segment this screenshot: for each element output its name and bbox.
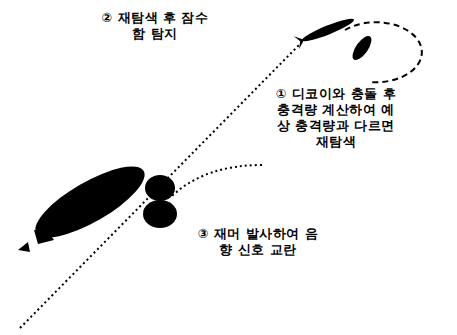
submarine bbox=[18, 154, 154, 252]
jammer bbox=[143, 200, 177, 228]
jammer-track bbox=[172, 165, 262, 196]
annotation-label: ③ 재머 발사하여 음향 신호 교란 bbox=[196, 226, 320, 258]
torpedo bbox=[294, 13, 357, 49]
torpedo-track bbox=[20, 42, 302, 328]
jammer bbox=[145, 175, 175, 201]
search-circle bbox=[345, 22, 422, 82]
decoy bbox=[349, 33, 375, 63]
annotation-label: ② 재탐색 후 잠수함 탐지 bbox=[101, 10, 209, 42]
annotation-label: ① 디코이와 충돌 후 충격량 계산하여 예상 충격량과 다르면 재탐색 bbox=[272, 86, 400, 150]
